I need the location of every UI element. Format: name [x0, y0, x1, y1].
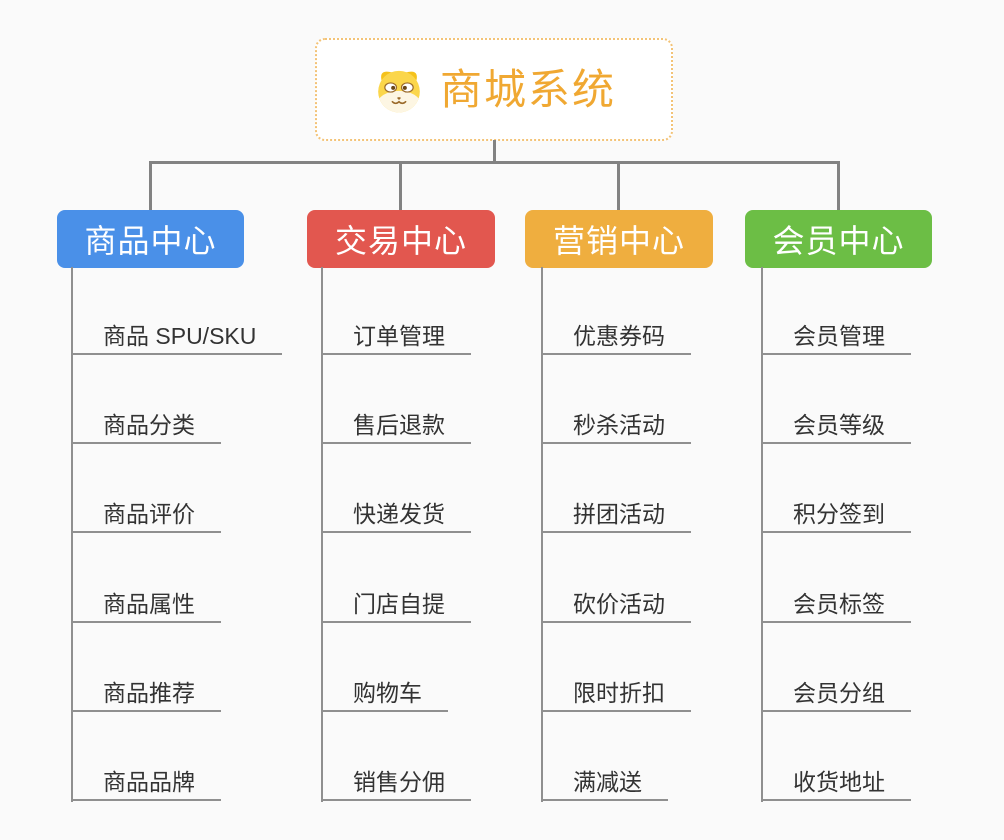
connector-drop-1	[149, 161, 152, 211]
subtopic[interactable]: 限时折扣	[543, 670, 691, 712]
connector-drop-4	[837, 161, 840, 211]
subtopic[interactable]: 商品 SPU/SKU	[73, 313, 283, 355]
root-topic[interactable]: 商城系统	[315, 38, 673, 141]
dog-face-icon	[378, 70, 420, 112]
branch-marketing-center[interactable]: 营销中心	[525, 210, 713, 268]
subtopic[interactable]: 会员管理	[763, 313, 911, 355]
subtopic[interactable]: 会员标签	[763, 581, 911, 623]
branch-member-center[interactable]: 会员中心	[745, 210, 932, 268]
subtopic[interactable]: 销售分佣	[323, 759, 471, 801]
subtopic[interactable]: 售后退款	[323, 402, 471, 444]
subtopic[interactable]: 订单管理	[323, 313, 471, 355]
subtopic[interactable]: 优惠券码	[543, 313, 691, 355]
subtopic[interactable]: 商品品牌	[73, 759, 221, 801]
subtopic[interactable]: 商品评价	[73, 491, 221, 533]
subtopic[interactable]: 购物车	[323, 670, 448, 712]
branch-product-center[interactable]: 商品中心	[57, 210, 244, 268]
subtopic[interactable]: 秒杀活动	[543, 402, 691, 444]
branch-product-children: 商品 SPU/SKU 商品分类 商品评价 商品属性 商品推荐 商品品牌	[71, 267, 303, 802]
connector-trunk	[493, 140, 496, 162]
subtopic[interactable]: 商品推荐	[73, 670, 221, 712]
subtopic[interactable]: 门店自提	[323, 581, 471, 623]
connector-drop-3	[617, 161, 620, 211]
subtopic[interactable]: 积分签到	[763, 491, 911, 533]
root-topic-title: 商城系统	[439, 65, 616, 113]
branch-marketing-children: 优惠券码 秒杀活动 拼团活动 砍价活动 限时折扣 满减送	[541, 267, 773, 802]
subtopic[interactable]: 砍价活动	[543, 581, 691, 623]
subtopic[interactable]: 会员分组	[763, 670, 911, 712]
connector-drop-2	[399, 161, 402, 211]
branch-trade-center[interactable]: 交易中心	[307, 210, 495, 268]
connector-bus	[149, 161, 840, 164]
subtopic[interactable]: 满减送	[543, 759, 668, 801]
subtopic[interactable]: 收货地址	[763, 759, 911, 801]
subtopic[interactable]: 快递发货	[323, 491, 471, 533]
subtopic[interactable]: 商品分类	[73, 402, 221, 444]
branch-trade-children: 订单管理 售后退款 快递发货 门店自提 购物车 销售分佣	[321, 267, 553, 802]
subtopic[interactable]: 商品属性	[73, 581, 221, 623]
branch-member-children: 会员管理 会员等级 积分签到 会员标签 会员分组 收货地址	[761, 267, 993, 802]
subtopic[interactable]: 拼团活动	[543, 491, 691, 533]
subtopic[interactable]: 会员等级	[763, 402, 911, 444]
